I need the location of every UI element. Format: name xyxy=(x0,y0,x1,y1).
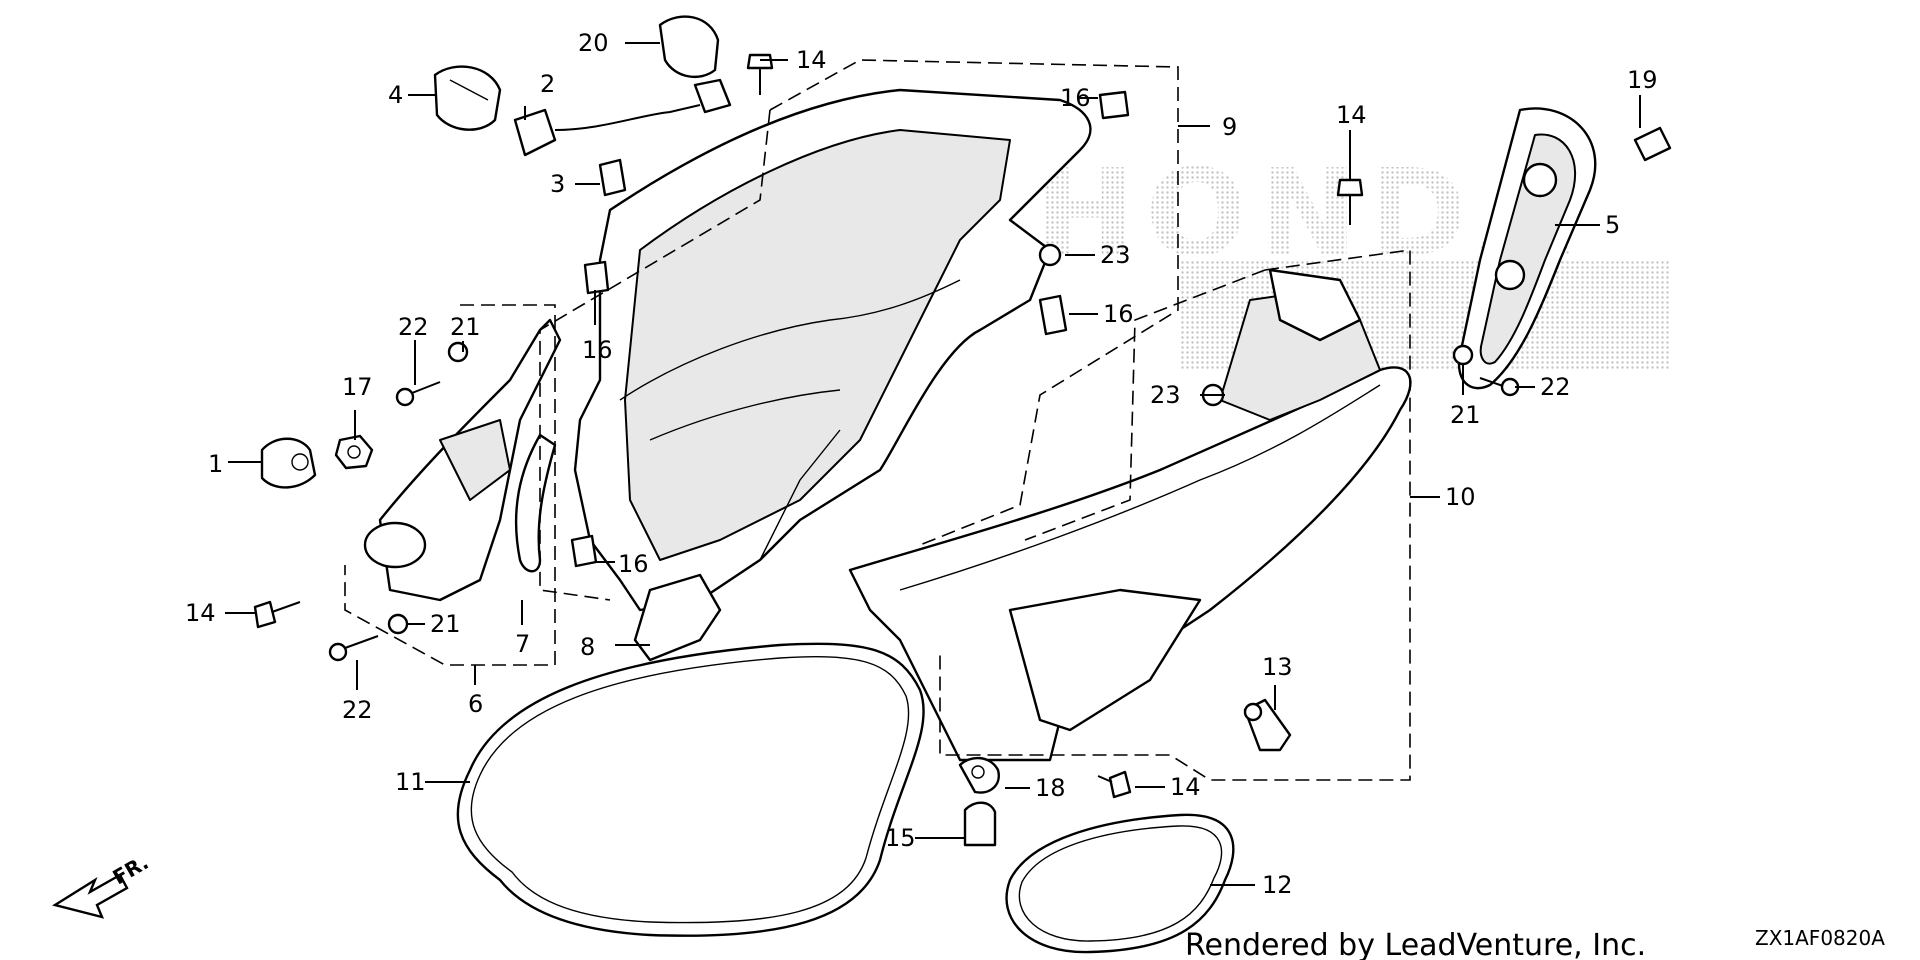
callout-10: 10 xyxy=(1445,483,1476,511)
callout-19: 19 xyxy=(1627,66,1658,94)
callout-2: 2 xyxy=(540,70,555,98)
callout-11: 11 xyxy=(395,768,426,796)
callout-22-a: 22 xyxy=(398,313,429,341)
callout-21-a: 21 xyxy=(450,313,481,341)
part-12-seal[interactable] xyxy=(1005,813,1235,954)
part-8-bracket[interactable] xyxy=(633,573,722,662)
callout-7: 7 xyxy=(515,630,530,658)
callout-4: 4 xyxy=(388,81,403,109)
part-10-side-cover-lower[interactable] xyxy=(848,268,1412,762)
part-14-bolt-bottom[interactable] xyxy=(1097,770,1132,799)
part-21-washer-a[interactable] xyxy=(447,341,469,363)
part-16-clip-b[interactable] xyxy=(1038,294,1068,336)
callout-8: 8 xyxy=(580,633,595,661)
callout-16-bottom: 16 xyxy=(618,550,649,578)
callout-23-a: 23 xyxy=(1100,241,1131,269)
part-5-rear-panel[interactable] xyxy=(1457,107,1597,390)
part-23-clip-a[interactable] xyxy=(1038,243,1062,267)
callout-1: 1 xyxy=(208,450,223,478)
part-21-washer-c[interactable] xyxy=(1452,344,1474,366)
callout-14-top: 14 xyxy=(796,46,827,74)
group-box-6 xyxy=(344,304,556,666)
group-box-10-left xyxy=(1024,269,1266,541)
part-11-seal[interactable] xyxy=(456,642,925,937)
callout-18: 18 xyxy=(1035,774,1066,802)
part-22-screw-c[interactable] xyxy=(1479,377,1520,397)
watermark-logo: HONDA xyxy=(1035,145,1670,370)
callout-16-top: 16 xyxy=(1060,84,1091,112)
part-14-bolt-right[interactable] xyxy=(1336,178,1364,225)
part-16-clip-a[interactable] xyxy=(1098,90,1130,120)
part-16-clip-c[interactable] xyxy=(583,260,610,295)
part-13-knob[interactable] xyxy=(1243,698,1292,752)
part-6-front-panel[interactable] xyxy=(363,318,562,602)
part-3-clip[interactable] xyxy=(598,158,627,197)
callout-15: 15 xyxy=(885,824,916,852)
callout-14-bottom: 14 xyxy=(1170,773,1201,801)
front-direction-arrow: FR. xyxy=(51,850,153,919)
part-22-screw-a[interactable] xyxy=(395,381,441,407)
part-7-strip[interactable] xyxy=(514,433,557,573)
part-14-bolt-left[interactable] xyxy=(253,600,301,629)
callout-5: 5 xyxy=(1605,211,1620,239)
part-16-clip-d[interactable] xyxy=(570,534,598,568)
part-21-washer-b[interactable] xyxy=(387,613,409,635)
callout-3: 3 xyxy=(550,170,565,198)
diagram-code: ZX1AF0820A xyxy=(1755,926,1885,950)
part-1-grommet[interactable] xyxy=(260,437,317,489)
callout-14-right: 14 xyxy=(1336,101,1367,129)
part-15-grommet[interactable] xyxy=(963,801,997,847)
callout-16-left: 16 xyxy=(582,336,613,364)
callout-6: 6 xyxy=(468,690,483,718)
part-14-bolt-top[interactable] xyxy=(746,53,774,95)
part-20-grommet[interactable] xyxy=(658,15,732,114)
callout-16-mid: 16 xyxy=(1103,300,1134,328)
leader-lines xyxy=(225,42,1641,886)
callout-22-b: 22 xyxy=(342,696,373,724)
callout-12: 12 xyxy=(1262,871,1293,899)
part-22-screw-b[interactable] xyxy=(328,635,379,662)
callout-20: 20 xyxy=(578,29,609,57)
callout-17: 17 xyxy=(342,373,373,401)
callout-14-left: 14 xyxy=(185,599,216,627)
part-2-harness[interactable] xyxy=(513,104,701,157)
footer-credit: Rendered by LeadVenture, Inc. xyxy=(1185,928,1646,960)
group-box-9-left xyxy=(539,109,771,601)
callout-21-c: 21 xyxy=(1450,401,1481,429)
part-18-clip[interactable] xyxy=(958,756,1000,794)
callout-23-b: 23 xyxy=(1150,381,1181,409)
callout-13: 13 xyxy=(1262,653,1293,681)
callout-22-c: 22 xyxy=(1540,373,1571,401)
callout-9: 9 xyxy=(1222,113,1237,141)
group-box-9 xyxy=(769,59,1179,546)
part-9-side-cover-upper[interactable] xyxy=(573,88,1092,612)
part-17-nut[interactable] xyxy=(334,434,374,470)
part-19-screw[interactable] xyxy=(1633,126,1672,162)
callout-21-b: 21 xyxy=(430,610,461,638)
callout-labels: 1 2 3 4 5 6 7 8 9 10 11 12 13 14 14 14 1… xyxy=(185,29,1658,899)
part-4-grommet[interactable] xyxy=(433,65,502,131)
